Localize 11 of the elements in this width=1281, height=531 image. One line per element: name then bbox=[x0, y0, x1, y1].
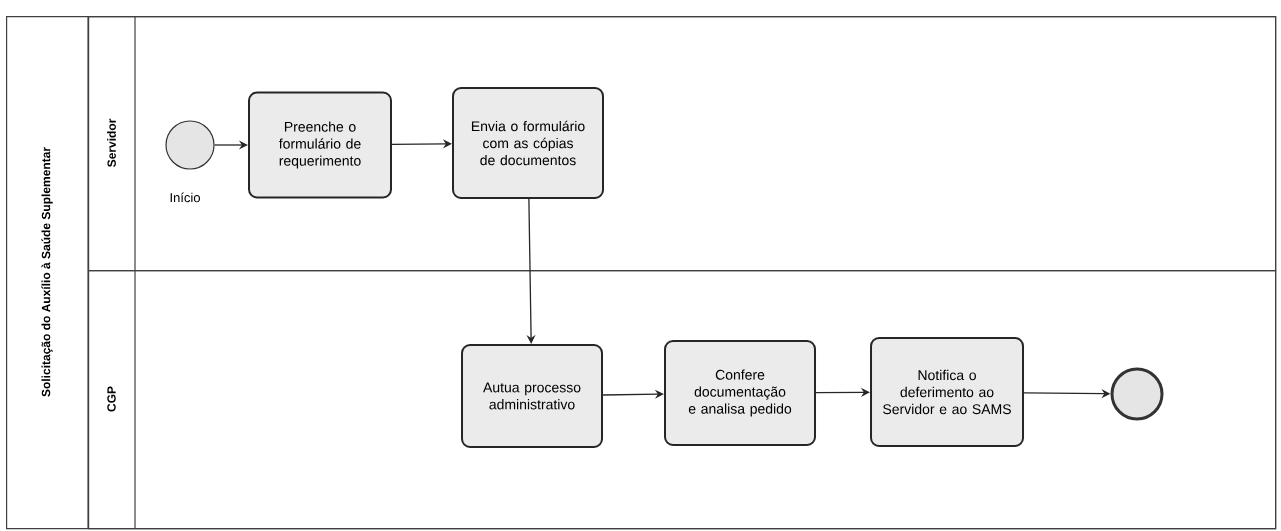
task-box: Envia o formulário com as cópias de documentos bbox=[452, 87, 604, 199]
task-box: Autua processo administrativo bbox=[461, 344, 603, 448]
end-event-circle bbox=[1110, 367, 1164, 421]
start-event-circle bbox=[165, 120, 215, 170]
task-box: Notifica o deferimento ao Servidor e ao SAMS bbox=[870, 337, 1024, 447]
event-label: Início bbox=[170, 192, 200, 203]
pool-title: Solicitação do Auxílio à Saúde Suplementar bbox=[41, 147, 53, 397]
task-box: Confere documentação e analisa pedido bbox=[664, 340, 816, 446]
lane-title: Servidor bbox=[107, 118, 116, 167]
lane-title: CGP bbox=[107, 386, 116, 412]
task-box: Preenche o formulário de requerimento bbox=[248, 91, 392, 199]
